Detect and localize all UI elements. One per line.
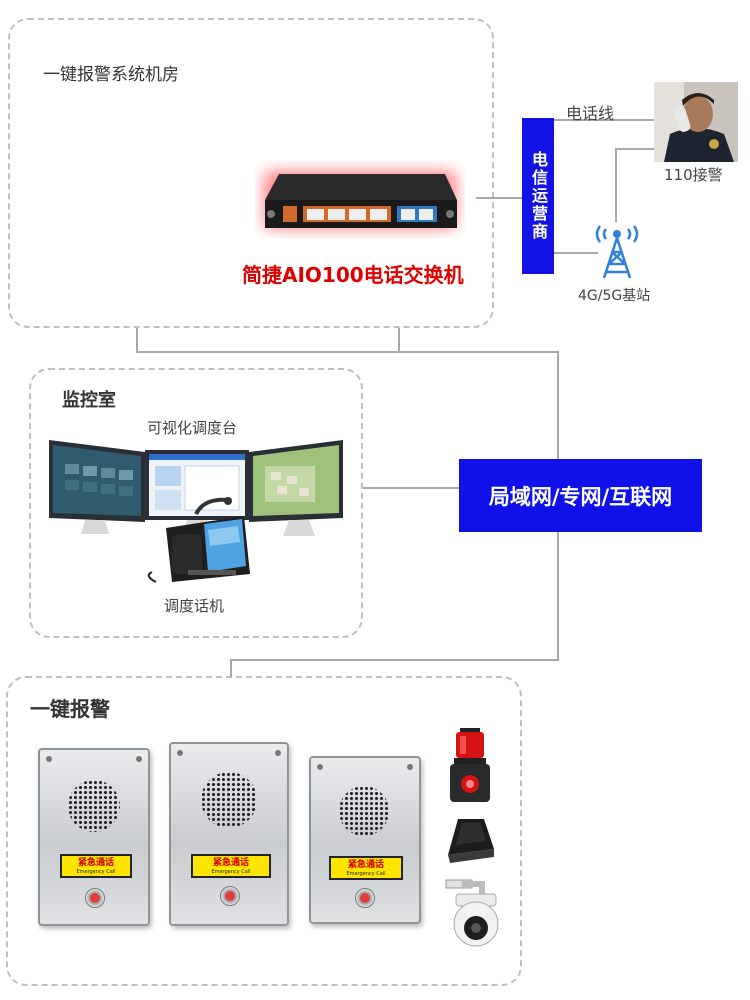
emergency-tag-text: 紧急通话: [212, 858, 249, 868]
monitor-room-section: [29, 368, 363, 638]
intercom-panel-2: 紧急通话 Emergency Call: [169, 742, 289, 926]
monitor-screens-icon: [49, 440, 343, 536]
alarm-light-icon: [450, 728, 490, 802]
call-button[interactable]: [220, 886, 240, 906]
connector-room-bottom: [136, 351, 558, 353]
emergency-call-tag: 紧急通话 Emergency Call: [329, 856, 403, 880]
police-label: 110接警: [664, 166, 723, 184]
foot-switch-icon: [448, 819, 494, 863]
signal-tower-icon: [595, 225, 639, 279]
network-box: 局域网/专网/互联网: [459, 459, 702, 532]
screw: [275, 750, 281, 756]
connector-base-up: [615, 148, 617, 222]
visual-console-screens: [45, 436, 347, 544]
screw: [407, 764, 413, 770]
screw: [136, 756, 142, 762]
base-station-label: 4G/5G基站: [578, 288, 651, 304]
connector-base-to-police: [615, 148, 655, 150]
call-button[interactable]: [355, 888, 375, 908]
connector-room-right-drop: [398, 328, 400, 352]
connector-pbx-carrier: [476, 197, 522, 199]
desk-phone-icon: [147, 497, 250, 583]
call-button[interactable]: [85, 888, 105, 908]
phone-line-label: 电话线: [566, 104, 615, 123]
base-station: [592, 222, 642, 280]
connector-alarm-drop: [230, 659, 232, 677]
dispatch-phone-label: 调度话机: [164, 597, 225, 615]
alarm-light: [446, 728, 494, 808]
police-operator-icon: [654, 82, 738, 162]
speaker-grille-icon: [339, 786, 389, 836]
dome-camera-icon: [445, 879, 499, 947]
server-room-section: [8, 18, 494, 328]
connector-room-left-drop: [136, 328, 138, 352]
dispatch-phone: [142, 494, 254, 584]
dome-camera: [442, 874, 500, 948]
emergency-tag-en-text: Emergency Call: [346, 871, 386, 877]
foot-switch: [444, 815, 496, 865]
screw: [46, 756, 52, 762]
pbx-device: [255, 160, 465, 238]
intercom-panel-3: 紧急通话 Emergency Call: [309, 756, 421, 924]
connector-carrier-phone-line: [554, 119, 657, 121]
emergency-call-tag: 紧急通话 Emergency Call: [191, 854, 271, 878]
router-device-icon: [263, 170, 457, 230]
speaker-grille-icon: [68, 780, 120, 832]
alarm-title: 一键报警: [30, 697, 110, 721]
screw: [317, 764, 323, 770]
emergency-tag-en-text: Emergency Call: [211, 869, 251, 875]
emergency-tag-en-text: Emergency Call: [76, 869, 116, 875]
emergency-tag-text: 紧急通话: [77, 858, 114, 868]
connector-monitor-network: [363, 487, 459, 489]
pbx-label: 简捷AIO100电话交换机: [242, 263, 464, 287]
speaker-grille-icon: [201, 772, 257, 828]
carrier-box: 电信运营商: [522, 118, 554, 274]
visual-console-label: 可视化调度台: [147, 419, 238, 437]
screw: [177, 750, 183, 756]
intercom-panel-1: 紧急通话 Emergency Call: [38, 748, 150, 926]
server-room-title: 一键报警系统机房: [43, 65, 179, 85]
connector-carrier-base: [554, 252, 598, 254]
emergency-call-tag: 紧急通话 Emergency Call: [60, 854, 132, 878]
alarm-section: [6, 676, 522, 986]
police-operator-photo: [654, 82, 738, 162]
emergency-tag-text: 紧急通话: [347, 860, 384, 870]
connector-alarm-network: [230, 659, 559, 661]
monitor-room-title: 监控室: [62, 390, 116, 411]
